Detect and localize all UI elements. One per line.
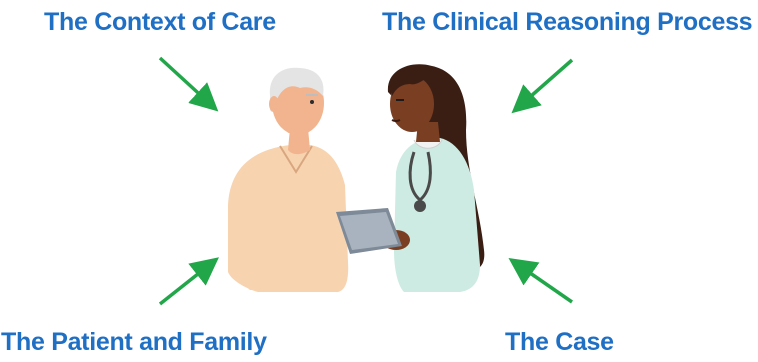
tablet-icon (336, 208, 402, 254)
label-context-of-care: The Context of Care (44, 8, 276, 36)
clinician-with-stethoscope-figure (382, 64, 485, 292)
label-patient-and-family: The Patient and Family (1, 328, 267, 356)
label-clinical-reasoning-process: The Clinical Reasoning Process (382, 8, 753, 36)
label-the-case: The Case (505, 328, 614, 356)
elderly-patient-figure (228, 67, 349, 292)
